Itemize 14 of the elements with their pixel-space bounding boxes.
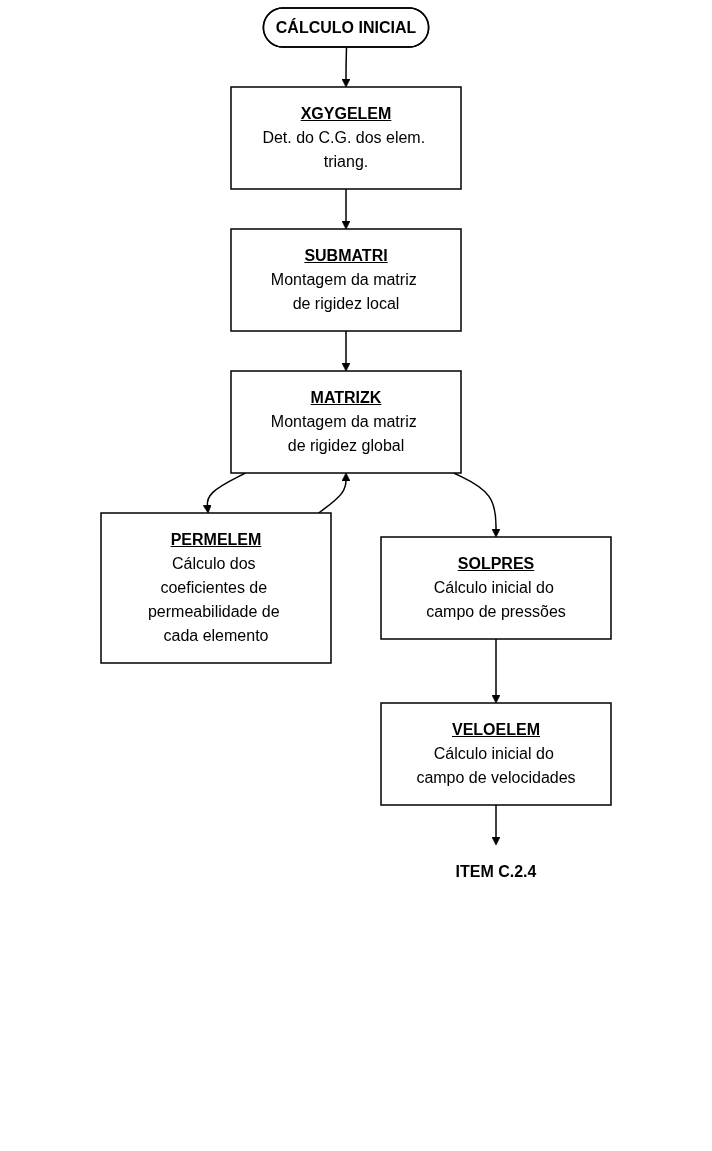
arrow [491,804,501,846]
node-box: SOLPRES Cálculo inicial do campo de pressões [380,536,612,640]
node-box: SUBMATRI Montagem da matriz de rigidez local [230,228,462,332]
arrow [491,638,501,704]
node-box: XGYGELEM Det. do C.G. dos elem. triang. [230,86,462,190]
arrow [341,46,351,88]
arrow [453,472,501,538]
node-text: ITEM C.2.4 [455,863,537,880]
arrow [317,472,351,514]
node-box: VELOELEM Cálculo inicial do campo de velocidades [380,702,612,806]
arrow [341,188,351,230]
node-box: PERMELEM Cálculo dos coeficientes de permeabilidade de cada elemento [100,512,332,664]
node-box: MATRIZK Montagem da matriz de rigidez global [230,370,462,474]
arrow [341,330,351,372]
